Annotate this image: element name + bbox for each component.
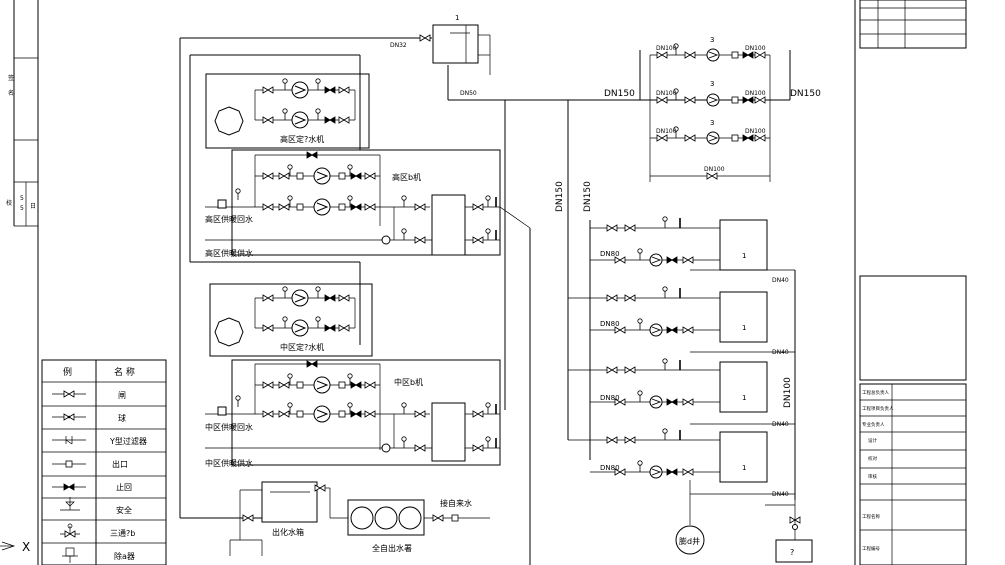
legend-gate-valve-icon [52, 390, 86, 398]
drain-box-label: ? [790, 548, 794, 557]
high-zone-makeup-label: 高区定?水机 [280, 134, 324, 144]
label-dn100-in-2: DN100 [656, 90, 677, 97]
mid-zone-makeup-unit: 中区定?水机 [209, 283, 373, 357]
legend-item-strainer: Y型过滤器 [109, 436, 147, 446]
pump-tag-3: 3 [710, 119, 714, 127]
mid-zone-supply-label: 中区供暖供水 [205, 458, 253, 468]
drain-system: 膨d井 ? [675, 480, 813, 563]
water-treatment: 出化水箱 全自出水署 接自来水 [229, 481, 490, 556]
label-dn100-in-3: DN100 [656, 128, 677, 135]
legend-ball-valve-icon [52, 413, 86, 421]
title-row-7: 工程名称 [862, 513, 880, 520]
legend-item-deaerator: 除a器 [114, 551, 135, 561]
high-zone-return-label: 高区供暖回水 [205, 214, 253, 224]
softener-label: 全自出水署 [372, 543, 412, 553]
boiler-row-4: 1 DN80 DN40 [568, 428, 795, 498]
high-zone-exchanger-station: 高区b机 高区供暖回水 高区供暖供水 [205, 149, 531, 258]
label-dn50: DN50 [460, 90, 477, 97]
boiler-row-2: 1 DN80 DN40 [568, 286, 795, 356]
legend-item-gate: 闸 [118, 391, 126, 400]
label-dn150-top-right: DN150 [790, 89, 821, 99]
high-zone-exchanger-label: 高区b机 [392, 172, 421, 182]
title-row-1: 工程总负责人 [862, 389, 889, 396]
strip-text-a: 签 [8, 74, 14, 82]
label-dn100-in-1: DN100 [656, 45, 677, 52]
softened-tank-label: 出化水箱 [272, 527, 304, 537]
legend-deaerator-icon [62, 547, 78, 563]
label-dn100-out-1: DN100 [745, 45, 766, 52]
strip-text-f: 日 [30, 203, 36, 210]
mid-zone-exchanger-label: 中区b机 [394, 377, 423, 387]
expansion-tank-tag: 1 [455, 14, 459, 22]
title-row-4: 设计 [868, 437, 877, 444]
mid-zone-return-label: 中区供暖回水 [205, 422, 253, 432]
boiler-row-3: 1 DN80 DN40 [568, 358, 795, 428]
title-row-2: 工程项目负责人 [862, 405, 894, 412]
boiler-tag-1: 1 [742, 252, 746, 260]
title-row-8: 工程编号 [862, 545, 880, 552]
pump-tag-1: 3 [710, 36, 714, 44]
pump-tag-2: 3 [710, 80, 714, 88]
legend-safety-valve-icon [60, 497, 80, 511]
legend-item-outlet: 出口 [112, 459, 128, 469]
label-dn150-vert-a: DN150 [555, 181, 565, 212]
boiler-tag-2: 1 [742, 324, 746, 332]
label-dn100-vert: DN100 [783, 377, 793, 408]
high-zone-makeup-unit: 高区定?水机 [205, 73, 370, 149]
boiler-tag-4: 1 [742, 464, 746, 472]
title-block: 工程总负责人 工程项目负责人 专业负责人 设计 校对 审核 工程名称 工程编号 [854, 0, 967, 565]
label-dn150-top-left: DN150 [604, 89, 635, 99]
mid-zone-exchanger-station: 中区b机 中区供暖回水 中区供暖供水 [205, 359, 501, 468]
title-row-6: 审核 [868, 473, 877, 480]
legend-check-valve-icon [52, 483, 86, 491]
strip-text-b: 名 [8, 89, 14, 97]
expansion-tank: 1 DN32 DN50 [390, 14, 491, 97]
strip-text-e: 5 [20, 205, 24, 212]
label-dn100-out-2: DN100 [745, 90, 766, 97]
left-binding-strip: 签 名 校 5 5 日 X [0, 0, 39, 565]
high-zone-supply-label: 高区供暖供水 [205, 248, 253, 258]
legend-header-symbol: 例 [63, 366, 72, 378]
legend-header-name: 名 称 [114, 366, 135, 378]
label-dn40-2: DN40 [772, 349, 789, 356]
blowdown-well-label: 膨d井 [679, 536, 700, 546]
strip-text-d: 5 [20, 195, 24, 202]
label-dn80-3: DN80 [600, 394, 620, 402]
label-dn100-bypass: DN100 [704, 166, 725, 173]
label-dn80-1: DN80 [600, 250, 620, 258]
boiler-tag-3: 1 [742, 394, 746, 402]
circulation-pump-group: 3 3 3 DN100 DN100 DN100 DN100 DN100 DN10… [649, 36, 771, 182]
label-dn80-2: DN80 [600, 320, 620, 328]
svg-text:X: X [22, 540, 30, 554]
boiler-row-1: 1 DN80 DN40 [590, 216, 795, 284]
title-row-3: 专业负责人 [862, 421, 885, 428]
label-dn150-vert-b: DN150 [583, 181, 593, 212]
legend-outlet-icon [52, 460, 86, 468]
title-row-5: 校对 [868, 455, 877, 462]
mid-zone-makeup-label: 中区定?水机 [280, 342, 324, 352]
label-dn32: DN32 [390, 42, 407, 49]
legend-table: 例 名 称 闸 球 Y型过滤器 出口 止回 安全 三通?b 除a器 [41, 359, 167, 565]
legend-three-way-icon [60, 523, 80, 538]
legend-item-safety: 安全 [116, 505, 132, 515]
main-piping [179, 37, 796, 565]
label-dn40-4: DN40 [772, 491, 789, 498]
city-water-label: 接自来水 [440, 498, 472, 508]
label-dn40-3: DN40 [772, 421, 789, 428]
legend-item-check: 止回 [116, 482, 132, 492]
label-dn40-1: DN40 [772, 277, 789, 284]
north-arrow-icon: X [0, 540, 30, 554]
legend-y-strainer-icon [52, 436, 86, 445]
label-dn80-4: DN80 [600, 464, 620, 472]
legend-item-ball: 球 [118, 413, 126, 423]
strip-text-c: 校 [6, 199, 12, 207]
legend-item-threeway: 三通?b [110, 528, 135, 538]
label-dn100-out-3: DN100 [745, 128, 766, 135]
